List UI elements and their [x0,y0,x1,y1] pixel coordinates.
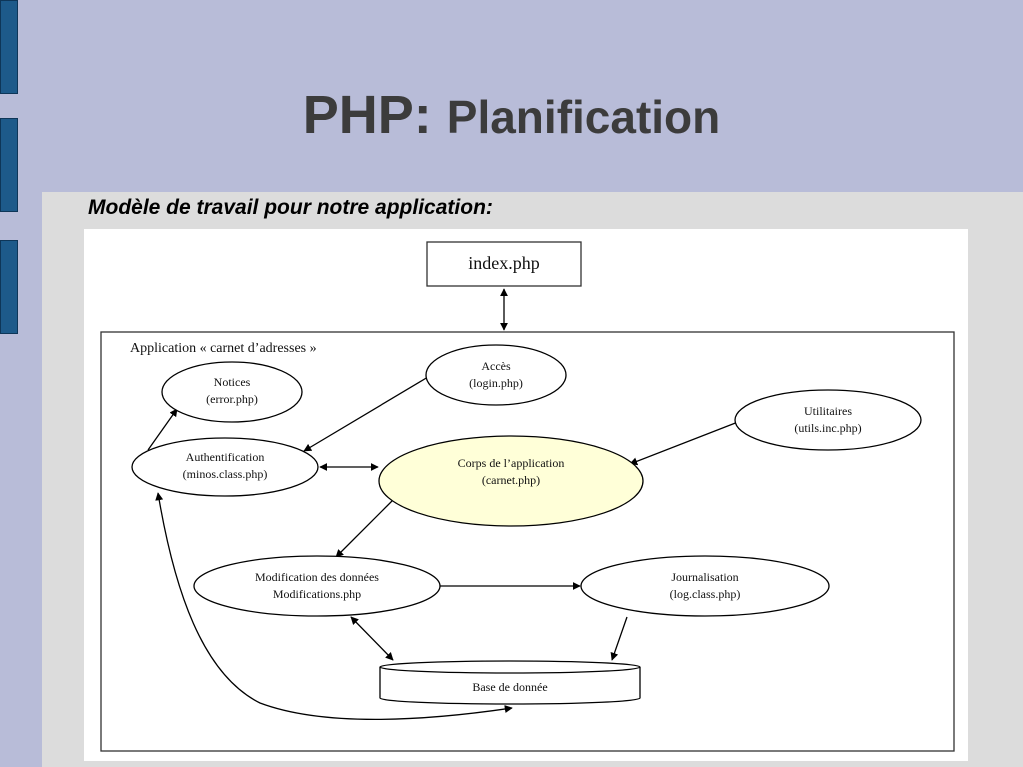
journal-line2: (log.class.php) [670,587,741,601]
architecture-diagram: index.php Application « carnet d’adresse… [100,241,955,752]
slide-tab-3 [0,240,18,334]
edge-journal-db [610,616,628,661]
container-label: Application « carnet d’adresses » [130,341,317,356]
database-label: Base de donnée [472,680,547,694]
modif-line2: Modifications.php [273,587,361,601]
notices-line1: Notices [214,375,251,389]
corps-line1: Corps de l’application [458,456,565,470]
edge-acces-auth [303,376,429,452]
acces-line2: (login.php) [469,376,523,390]
title-php: PHP: [302,85,432,145]
node-utilitaires: Utilitaires (utils.inc.php) [734,389,922,451]
auth-line1: Authentification [186,450,265,464]
slide-title: PHP: Planification [0,88,1023,142]
node-acces: Accès (login.php) [425,344,567,406]
node-journalisation: Journalisation (log.class.php) [580,555,830,617]
journal-line1: Journalisation [671,570,738,584]
node-base-de-donnee: Base de donnée [379,660,641,705]
slide-tab-2 [0,118,18,212]
edge-db-auth [155,492,513,720]
modif-line1: Modification des données [255,570,379,584]
node-notices: Notices (error.php) [161,361,303,423]
application-container [100,331,955,752]
node-corps-application: Corps de l’application (carnet.php) [378,435,644,527]
auth-line2: (minos.class.php) [183,467,268,481]
acces-line1: Accès [481,359,511,373]
edge-modif-db [350,616,394,661]
title-planification: Planification [446,91,721,143]
slide-subtitle: Modèle de travail pour notre application… [88,196,493,219]
utilitaires-line2: (utils.inc.php) [794,421,861,435]
node-modification: Modification des données Modifications.p… [193,555,441,617]
corps-line2: (carnet.php) [482,473,540,487]
index-label: index.php [468,253,540,273]
slide-tab-1 [0,0,18,94]
utilitaires-line1: Utilitaires [804,404,852,418]
notices-line2: (error.php) [206,392,258,406]
edge-corps-modif [335,496,397,558]
node-authentification: Authentification (minos.class.php) [131,437,319,497]
edge-auth-notices [147,408,178,451]
edge-utilitaires-corps [629,421,739,466]
index-box [426,241,582,287]
diagram-panel: index.php Application « carnet d’adresse… [84,229,968,761]
